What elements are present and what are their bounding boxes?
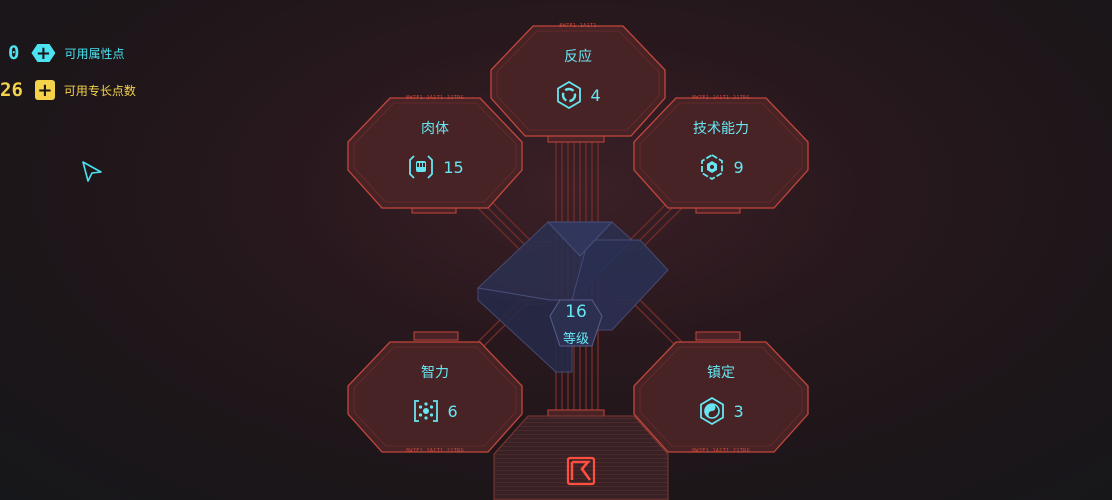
- attribute-card-intelligence[interactable]: 8W7F1 1A1T1 21TRG 智力 6: [346, 340, 524, 454]
- attribute-value: 15: [443, 157, 464, 177]
- attribute-card-technical[interactable]: 8W7F1 1A1T1 21TRG 技术能力 9: [632, 95, 810, 210]
- attribute-name: 技术能力: [693, 121, 749, 137]
- level-value: 16: [565, 302, 587, 322]
- attribute-points-value: 0: [8, 42, 20, 64]
- attribute-card-reflexes[interactable]: 8W7F1 1A1T1 反应 4: [489, 23, 667, 138]
- card-tag: 8W7F1 1A1T1 21TRG: [406, 448, 464, 454]
- intelligence-icon: [413, 400, 438, 422]
- card-frame: [633, 341, 809, 453]
- attribute-card-cool[interactable]: 8W7F1 1A1T1 21TRG 镇定 3: [632, 340, 810, 454]
- perk-points-value: 26: [0, 79, 23, 101]
- attribute-value: 9: [733, 157, 744, 177]
- card-frame: [347, 97, 523, 209]
- card-frame: [633, 97, 809, 209]
- attribute-name: 反应: [564, 49, 592, 65]
- attribute-name: 镇定: [707, 365, 735, 381]
- available-attribute-points: 0 + 可用属性点: [8, 42, 124, 64]
- cursor-arrow-icon: [82, 161, 102, 182]
- plus-square-icon: +: [34, 80, 55, 101]
- plus-hex-icon: +: [31, 44, 56, 62]
- attribute-value: 6: [447, 401, 458, 421]
- technical-icon: [700, 153, 723, 181]
- cool-yinyang-icon: [699, 396, 724, 426]
- bottom-emblem-panel: [493, 415, 669, 500]
- level-label: 等级: [562, 332, 589, 347]
- card-frame: [490, 25, 666, 137]
- attribute-value: 3: [733, 401, 744, 421]
- attribute-points-label: 可用属性点: [64, 46, 125, 61]
- reflexes-icon: [556, 80, 581, 110]
- perk-points-label: 可用专长点数: [63, 83, 136, 98]
- card-frame: [347, 341, 523, 453]
- card-tag: 8W7F1 1A1T1 21TRG: [692, 95, 750, 101]
- attribute-value: 4: [590, 85, 601, 105]
- available-perk-points: 26 + 可用专长点数: [0, 79, 136, 101]
- level-diamond: [476, 221, 669, 373]
- card-tag: 8W7F1 1A1T1: [559, 23, 597, 29]
- logo-emblem-icon: [566, 456, 596, 486]
- attribute-name: 智力: [421, 365, 449, 381]
- attribute-name: 肉体: [421, 121, 449, 137]
- card-tag: 8W7F1 1A1T1 21TRG: [692, 448, 750, 454]
- body-fist-icon: [409, 155, 434, 179]
- card-tag: 8W7F1 1A1T1 21TRG: [406, 95, 464, 101]
- attribute-card-body[interactable]: 8W7F1 1A1T1 21TRG 肉体 15: [346, 95, 524, 210]
